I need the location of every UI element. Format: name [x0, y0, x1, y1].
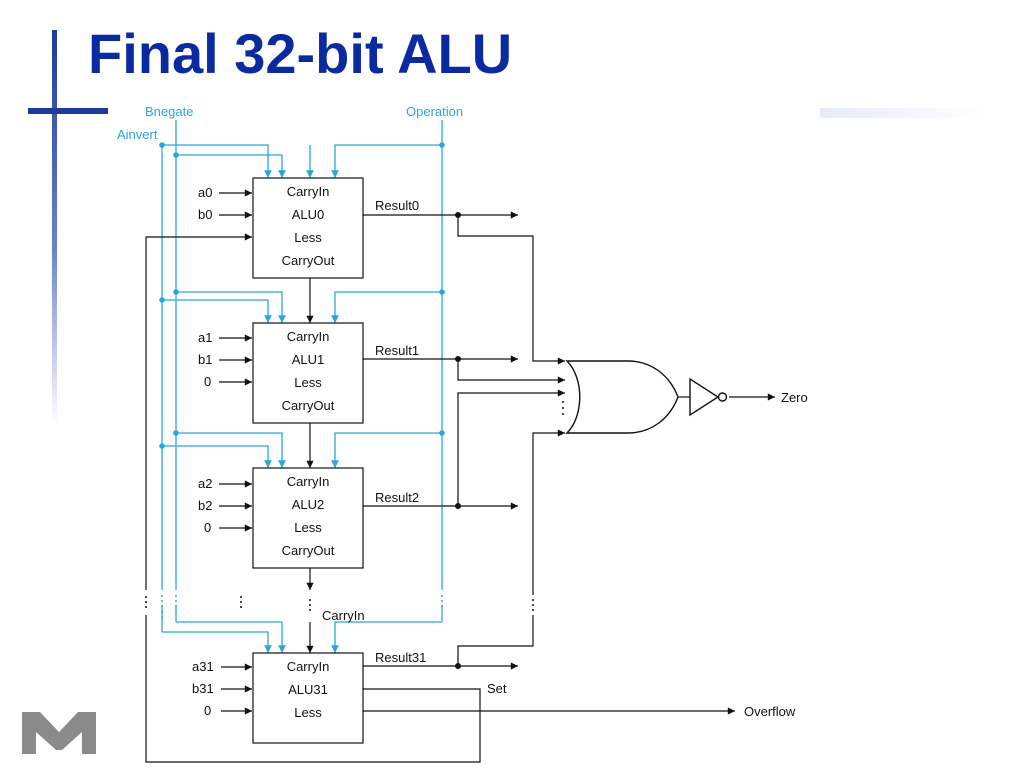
alu0-name: ALU0 [292, 207, 325, 222]
operation-label: Operation [406, 104, 463, 119]
alu1-a-input: a1 [198, 330, 212, 345]
wire-junctions [455, 212, 461, 669]
alu1-result: Result1 [375, 343, 419, 358]
alu2-name: ALU2 [292, 497, 325, 512]
accent-vertical-bar [52, 30, 57, 425]
alu1-carry-in: CarryIn [287, 329, 330, 344]
control-lines [161, 120, 443, 653]
alu1-block: CarryIn ALU1 Less CarryOut a1 b1 0 Resul… [198, 322, 419, 424]
control-junctions [159, 142, 445, 449]
control-ellipsis [161, 595, 443, 618]
alu1-less: Less [294, 375, 322, 390]
alu31-a-input: a31 [192, 659, 214, 674]
wire-ellipsis [145, 401, 564, 611]
carry-in-label: CarryIn [322, 608, 365, 623]
alu2-b-input: b2 [198, 498, 212, 513]
alu31-result: Result31 [375, 650, 426, 665]
alu31-less-input: 0 [204, 703, 211, 718]
overflow-label: Overflow [744, 704, 796, 719]
alu2-a-input: a2 [198, 476, 212, 491]
alu2-block: CarryIn ALU2 Less CarryOut a2 b2 0 Resul… [198, 467, 419, 569]
alu2-less-input: 0 [204, 520, 211, 535]
alu31-block: CarryIn ALU31 Less a31 b31 0 Result31 [192, 650, 426, 744]
alu2-carry-out: CarryOut [282, 543, 335, 558]
alu1-carry-out: CarryOut [282, 398, 335, 413]
alu1-less-input: 0 [204, 374, 211, 389]
not-gate [689, 377, 728, 417]
alu31-b-input: b31 [192, 681, 214, 696]
alu0-carry-in: CarryIn [287, 184, 330, 199]
accent-horizontal-bar [28, 108, 108, 114]
alu31-less: Less [294, 705, 322, 720]
or-gate [565, 360, 679, 434]
alu0-result: Result0 [375, 198, 419, 213]
alu0-b-input: b0 [198, 207, 212, 222]
accent-fade-strip [820, 108, 985, 118]
ainvert-label: Ainvert [117, 127, 158, 142]
alu2-less: Less [294, 520, 322, 535]
alu2-carry-in: CarryIn [287, 474, 330, 489]
alu31-name: ALU31 [288, 682, 328, 697]
alu0-a-input: a0 [198, 185, 212, 200]
zero-label: Zero [781, 390, 808, 405]
alu0-block: CarryIn ALU0 Less CarryOut a0 b0 Result0 [198, 177, 419, 279]
alu31-carry-in: CarryIn [287, 659, 330, 674]
slide-title: Final 32-bit ALU [88, 22, 513, 85]
alu1-b-input: b1 [198, 352, 212, 367]
alu2-result: Result2 [375, 490, 419, 505]
bnegate-label: Bnegate [145, 104, 193, 119]
block-m-logo-icon [22, 712, 96, 754]
alu0-less: Less [294, 230, 322, 245]
set-label: Set [487, 681, 507, 696]
alu1-name: ALU1 [292, 352, 325, 367]
alu0-carry-out: CarryOut [282, 253, 335, 268]
data-wires [145, 189, 776, 763]
